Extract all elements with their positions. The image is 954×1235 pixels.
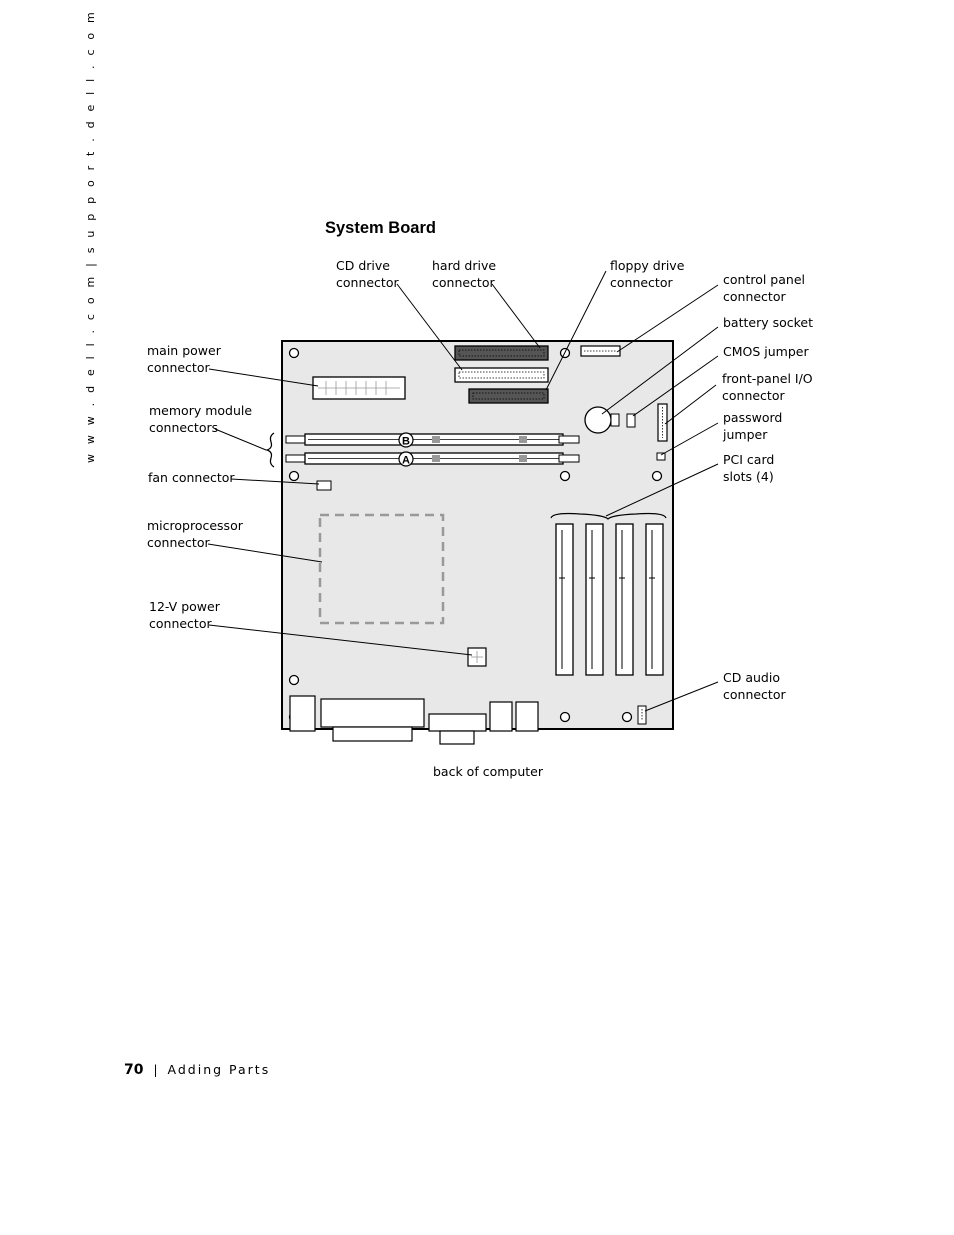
page-number: 70 (124, 1062, 144, 1078)
control-panel-connector-shape (580, 345, 621, 357)
password-jumper-shape (656, 452, 666, 461)
section-name: Adding Parts (167, 1062, 271, 1077)
cmos-jumper-shape (626, 413, 636, 428)
twelve-v-power-connector-shape (467, 647, 487, 667)
battery-socket-shape (584, 406, 620, 434)
floppy-drive-connector-shape (468, 388, 549, 404)
page-footer: 70 | Adding Parts (124, 1062, 270, 1078)
memory-slot-b (285, 433, 580, 446)
hard-drive-connector-shape (454, 345, 549, 361)
memory-brace (265, 432, 275, 468)
pci-slot (585, 523, 604, 676)
figure-title: System Board (325, 219, 436, 237)
pci-brace (550, 512, 667, 520)
front-panel-io-connector-shape (657, 403, 668, 442)
pci-slots-shape (555, 523, 664, 676)
memory-slot-a (285, 452, 580, 465)
footer-separator: | (153, 1063, 158, 1077)
pci-slot (555, 523, 574, 676)
pci-slot (615, 523, 634, 676)
label-back-of-computer: back of computer (433, 764, 543, 779)
fan-connector-shape (316, 480, 332, 491)
label-cmos-jumper: CMOS jumper (723, 344, 809, 359)
cd-audio-connector-shape (637, 705, 647, 725)
pci-slot (645, 523, 664, 676)
back-panel-connectors (289, 695, 539, 745)
cd-drive-connector-shape (454, 367, 549, 383)
microprocessor-socket-shape (318, 513, 445, 625)
memory-slot-a-label: A (402, 455, 410, 467)
label-fan-connector: fan connector (148, 470, 235, 485)
main-power-connector-shape (312, 376, 406, 400)
leader-lines (207, 270, 719, 712)
memory-slot-b-label: B (402, 436, 410, 448)
label-battery-socket: battery socket (723, 315, 814, 330)
